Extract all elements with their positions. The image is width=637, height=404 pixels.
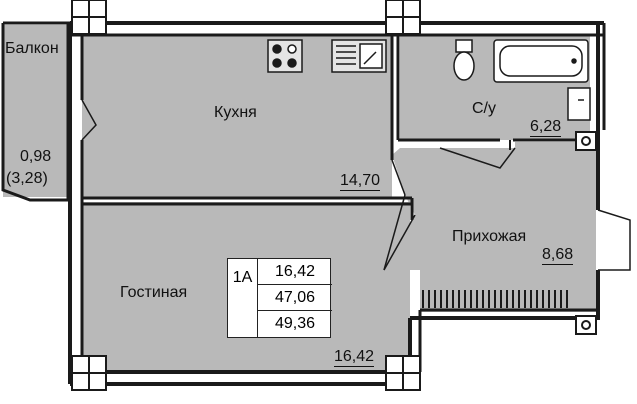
walls <box>1 21 606 386</box>
kitchen-area: 14,70 <box>340 172 381 191</box>
window-marker <box>575 315 597 335</box>
kitchen-label: Кухня <box>214 104 257 121</box>
balcony-label: Балкон <box>5 40 59 57</box>
hallway-area: 8,68 <box>542 246 574 265</box>
door-swings <box>81 99 631 271</box>
total-area-with-balcony-value: 49,36 <box>274 315 316 332</box>
living-area-value: 16,42 <box>258 259 332 285</box>
living-room-area: 16,42 <box>334 348 375 367</box>
sink-icon <box>331 39 387 73</box>
stove-icon <box>267 39 303 73</box>
wardrobe-hatch <box>422 290 568 308</box>
washbasin-icon <box>567 87 591 121</box>
bathroom-label: С/у <box>472 100 496 117</box>
bathtub-icon <box>493 39 589 83</box>
area-summary-table: 1А 16,42 47,06 49,36 <box>227 258 332 338</box>
hallway-floor <box>384 142 596 312</box>
bathroom-area: 6,28 <box>530 118 562 137</box>
window-marker <box>575 131 597 151</box>
total-area-value: 47,06 <box>258 285 332 311</box>
apartment-type-code: 1А <box>228 259 258 337</box>
toilet-icon <box>453 39 475 81</box>
hallway-label: Прихожая <box>452 228 527 245</box>
living-room-label: Гостиная <box>120 284 188 301</box>
balcony-area-full: (3,28) <box>6 170 48 187</box>
balcony-floor <box>3 25 69 197</box>
balcony-area: 0,98 <box>20 148 52 165</box>
